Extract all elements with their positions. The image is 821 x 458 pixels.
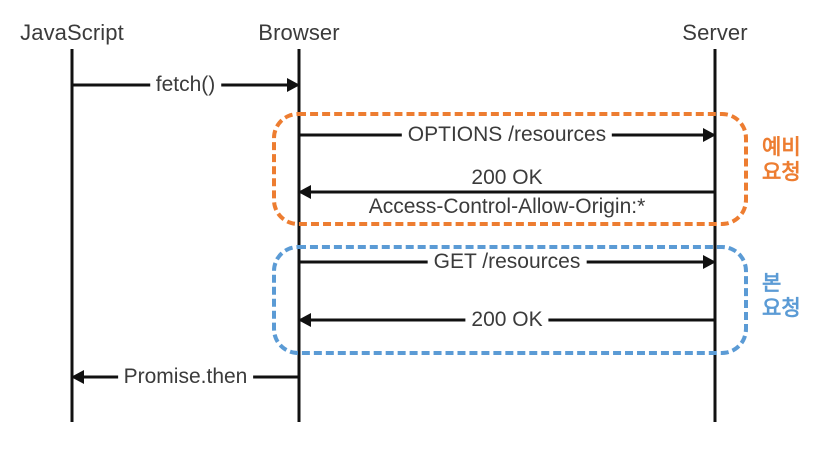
message-label-fetch: fetch() [149, 74, 222, 96]
group-label-preflight: 예비 요청 [762, 136, 801, 184]
message-label-get-response: 200 OK [465, 309, 549, 331]
message-label-get-request: GET /resources [427, 251, 587, 273]
arrowhead-right-icon [703, 255, 716, 269]
arrowhead-left-icon [298, 185, 311, 199]
group-label-actual: 본 요청 [762, 272, 801, 320]
group-box-actual [272, 245, 748, 355]
message-line [299, 190, 715, 194]
arrowhead-right-icon [703, 128, 716, 142]
arrowhead-left-icon [71, 370, 84, 384]
lifeline-server [713, 49, 717, 422]
group-box-preflight [272, 112, 748, 226]
lifeline-javascript [70, 49, 74, 422]
participant-label-javascript: JavaScript [20, 20, 124, 45]
message-label-promise-then: Promise.then [117, 366, 254, 388]
participant-label-browser: Browser [258, 20, 340, 45]
arrowhead-right-icon [287, 78, 300, 92]
message-sublabel-access-control-allow-origin: Access-Control-Allow-Origin:* [362, 196, 652, 217]
lifeline-browser [297, 49, 301, 422]
message-label-options-request: OPTIONS /resources [401, 124, 613, 146]
arrowhead-left-icon [298, 313, 311, 327]
message-label-preflight-response: 200 OK [465, 167, 549, 188]
participant-label-server: Server [682, 20, 748, 45]
